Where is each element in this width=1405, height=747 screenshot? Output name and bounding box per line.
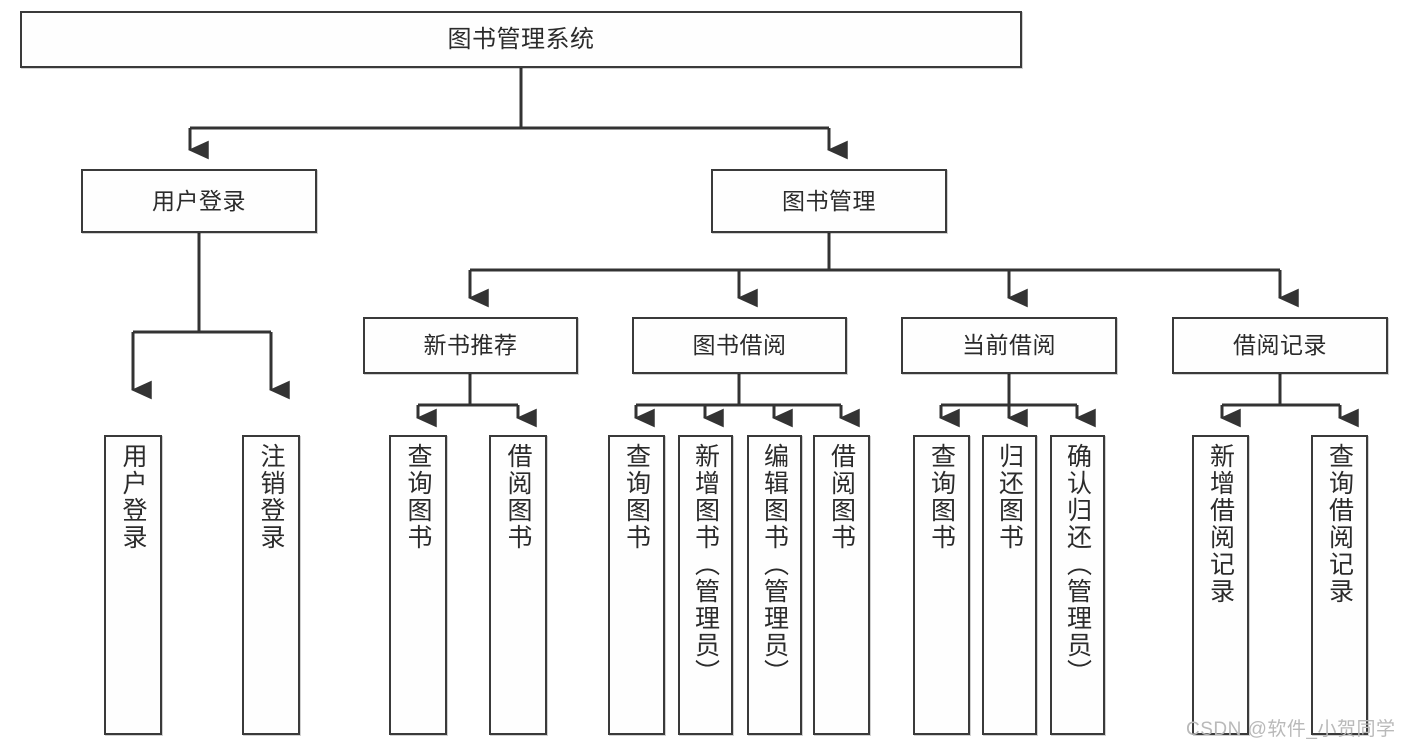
node-label: 借阅图书: [504, 443, 532, 551]
node-label: 图书借阅: [692, 332, 787, 358]
node-leaf-edit-book-admin[interactable]: 编辑图书（管理员）: [747, 435, 802, 735]
node-label: 借阅记录: [1233, 332, 1327, 358]
node-current-borrow[interactable]: 当前借阅: [901, 317, 1117, 374]
node-book-management[interactable]: 图书管理: [711, 169, 947, 233]
node-label: 借阅图书: [827, 443, 856, 551]
node-leaf-add-borrow-record[interactable]: 新增借阅记录: [1192, 435, 1249, 735]
node-label: 图书管理: [782, 187, 876, 214]
node-leaf-logout[interactable]: 注销登录: [242, 435, 300, 735]
node-leaf-borrow-book[interactable]: 借阅图书: [813, 435, 870, 735]
node-leaf-return-book[interactable]: 归还图书: [982, 435, 1037, 735]
node-label: 注销登录: [257, 443, 285, 551]
node-book-borrow[interactable]: 图书借阅: [632, 317, 847, 374]
node-label: 查询图书: [622, 443, 651, 551]
node-label: 新书推荐: [423, 332, 518, 358]
node-borrow-record[interactable]: 借阅记录: [1172, 317, 1388, 374]
node-label: 当前借阅: [962, 332, 1056, 358]
node-new-book-recommend[interactable]: 新书推荐: [363, 317, 578, 374]
node-label: 图书管理系统: [447, 25, 595, 53]
node-label: 用户登录: [152, 187, 246, 214]
node-leaf-query-book-borrow[interactable]: 查询图书: [608, 435, 665, 735]
node-label: 用户登录: [119, 443, 147, 551]
node-leaf-confirm-return-admin[interactable]: 确认归还（管理员）: [1050, 435, 1105, 735]
node-user-login[interactable]: 用户登录: [81, 169, 317, 233]
node-leaf-borrow-book-recommend[interactable]: 借阅图书: [489, 435, 547, 735]
node-leaf-query-book-recommend[interactable]: 查询图书: [389, 435, 447, 735]
node-label: 查询图书: [404, 443, 432, 551]
node-label: 确认归还（管理员）: [1063, 443, 1092, 686]
node-label: 查询图书: [927, 443, 956, 551]
watermark: CSDN @软件_小贺同学: [1186, 719, 1396, 740]
node-label: 归还图书: [995, 443, 1024, 551]
node-leaf-query-borrow-record[interactable]: 查询借阅记录: [1311, 435, 1368, 735]
node-root-book-management-system[interactable]: 图书管理系统: [20, 11, 1022, 68]
node-leaf-add-book-admin[interactable]: 新增图书（管理员）: [678, 435, 733, 735]
node-label: 编辑图书（管理员）: [760, 443, 789, 686]
node-leaf-query-book-current[interactable]: 查询图书: [913, 435, 970, 735]
node-leaf-user-login[interactable]: 用户登录: [104, 435, 162, 735]
node-label: 查询借阅记录: [1325, 443, 1354, 605]
node-label: 新增图书（管理员）: [691, 443, 720, 686]
node-label: 新增借阅记录: [1206, 443, 1235, 605]
